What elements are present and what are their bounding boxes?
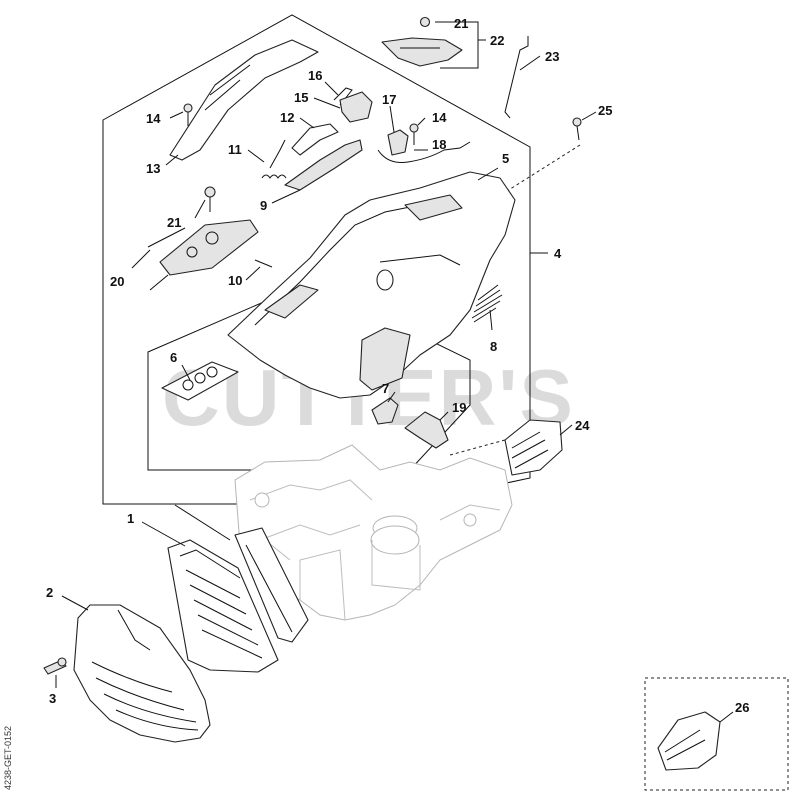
callout-23: 23 [545, 49, 559, 64]
part-24-baffle [504, 419, 563, 476]
part-1-air-filter [167, 527, 309, 673]
leader-7 [387, 391, 396, 403]
callout-3: 3 [49, 691, 56, 706]
leader-22-bracket [435, 21, 479, 69]
callout-12: 12 [280, 110, 294, 125]
callout-9: 9 [260, 198, 267, 213]
callout-7: 7 [382, 381, 389, 396]
leader-23 [519, 55, 541, 71]
callout-20: 20 [110, 274, 124, 289]
leader-21b [194, 199, 206, 219]
callout-6: 6 [170, 350, 177, 365]
part-2-filter-cover [73, 604, 211, 743]
leader-19 [439, 411, 449, 421]
part-9-lever [284, 139, 363, 191]
leader-20c [149, 274, 169, 291]
part-14-screw-right [409, 123, 419, 145]
leader-14a [169, 111, 184, 119]
part-14-screw-left [183, 103, 193, 126]
part-6-label-sheet [161, 361, 239, 401]
callout-18: 18 [432, 137, 446, 152]
callout-2: 2 [46, 585, 53, 600]
leader-20b [147, 227, 186, 248]
callout-21-top: 21 [454, 16, 468, 31]
part-26-baffle [657, 711, 721, 771]
callout-19: 19 [452, 400, 466, 415]
leader-17 [389, 105, 395, 133]
part-20-cover-plate [159, 219, 259, 276]
leader-9 [271, 189, 301, 204]
callout-8: 8 [490, 339, 497, 354]
leader-5 [477, 167, 499, 181]
callout-4: 4 [554, 246, 562, 261]
leader-26 [719, 711, 734, 723]
callout-14-right: 14 [432, 110, 447, 125]
part-15-switch [339, 91, 373, 123]
callout-22: 22 [490, 33, 504, 48]
callout-11: 11 [228, 142, 242, 157]
engine-housing [234, 444, 513, 621]
part-13-handle [169, 39, 319, 161]
callout-17: 17 [382, 92, 396, 107]
part-7-clip [371, 397, 399, 425]
callout-15: 15 [294, 90, 308, 105]
part-5-insert [359, 327, 411, 391]
callout-24: 24 [575, 418, 590, 433]
assembly-frame [102, 14, 531, 505]
part-18-wire-harness [377, 141, 471, 163]
reference-code: 4238-GET-0152 [3, 726, 13, 790]
callout-21-mid: 21 [167, 215, 181, 230]
callout-16: 16 [308, 68, 322, 83]
part-26-box [644, 677, 789, 791]
part-17-switch-block [387, 129, 409, 156]
leader-8 [489, 309, 493, 331]
callout-14-left: 14 [146, 111, 161, 126]
callout-13: 13 [146, 161, 160, 176]
callout-5: 5 [502, 151, 509, 166]
leader-16 [324, 81, 339, 96]
leader-20a [131, 249, 151, 269]
part-11-spring [261, 139, 287, 179]
leader-14b [417, 117, 426, 126]
callout-25: 25 [598, 103, 612, 118]
leader-1b [174, 504, 231, 541]
callout-10: 10 [228, 273, 242, 288]
part-3-screw [43, 657, 67, 675]
leader-25 [581, 111, 597, 121]
part-12-trigger [291, 123, 339, 156]
leader-10 [245, 266, 261, 281]
part-10-pin [254, 259, 273, 268]
part-8-grille [471, 284, 503, 323]
leader-24 [559, 424, 573, 436]
leader-11 [247, 149, 265, 163]
part-21-screw-top [419, 16, 431, 28]
leader-13 [165, 154, 179, 166]
leader-1 [141, 521, 186, 547]
leader-15 [313, 97, 341, 109]
leader-6 [181, 364, 191, 381]
leader-12 [299, 117, 315, 129]
part-22-cover [381, 37, 463, 67]
part-19-grip [404, 411, 449, 449]
leader-24-dashed [449, 439, 506, 456]
leader-2 [61, 595, 89, 611]
part-5-shroud [227, 171, 516, 399]
callout-1: 1 [127, 511, 134, 526]
part-23-rod [504, 36, 529, 119]
part-25-screw [572, 117, 582, 141]
callout-26: 26 [735, 700, 749, 715]
part-21-screw-mid [204, 186, 216, 212]
